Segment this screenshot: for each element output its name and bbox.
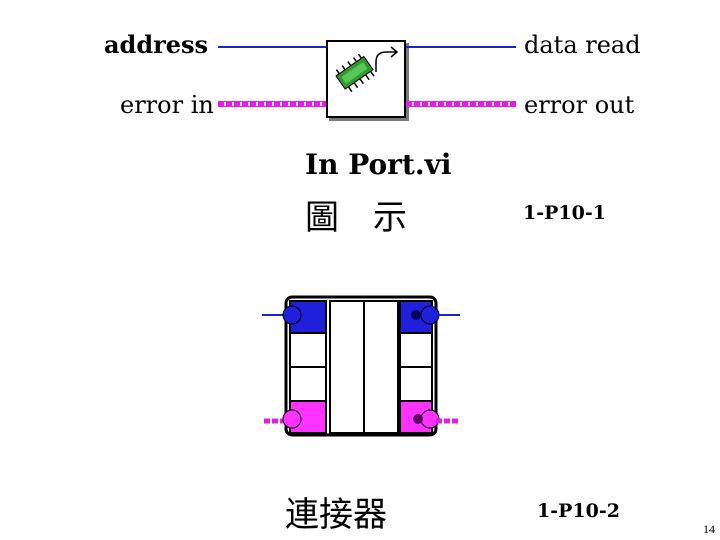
error-out-wire [406,101,516,107]
figure-id-2: 1-P10-2 [537,500,620,522]
connector-pane-diagram[interactable] [260,293,462,439]
connector-caption: 連接器 [285,495,387,535]
vi-name-caption: In Port.vi [305,148,452,181]
chip-icon [335,46,399,93]
figure-id-1: 1-P10-1 [523,202,606,224]
error-out-terminal-label: error out [524,91,635,119]
data-read-terminal-label: data read [524,31,641,59]
address-wire [218,46,326,48]
in-port-vi-icon[interactable] [326,40,406,118]
data-read-wire [406,46,516,48]
address-terminal-label: address [104,30,209,59]
error-in-wire [218,101,326,107]
error-in-terminal-label: error in [120,91,214,119]
page-number: 14 [703,522,715,536]
icon-caption: 圖 示 [305,198,407,238]
